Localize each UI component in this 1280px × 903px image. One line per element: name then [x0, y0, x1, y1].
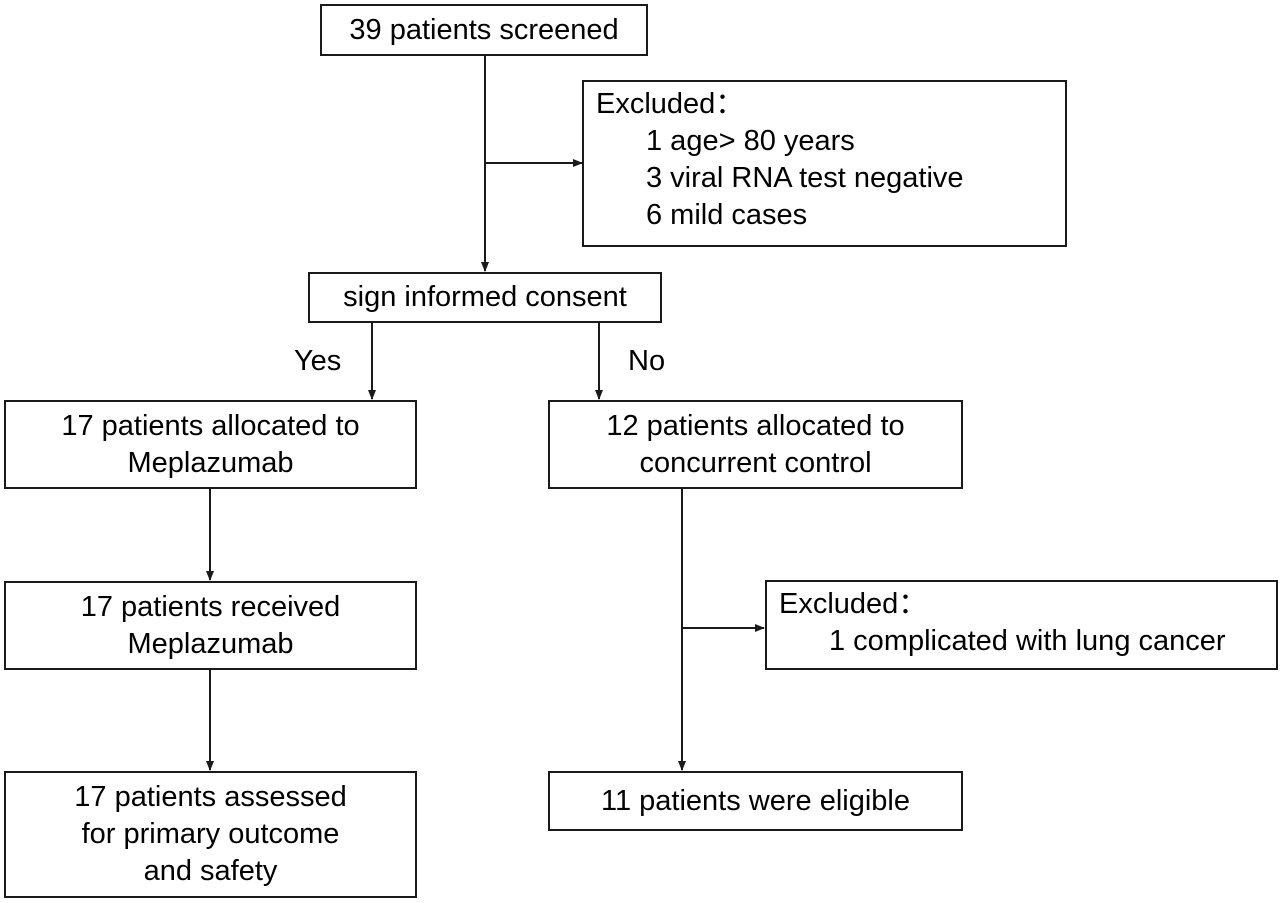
consent-box: sign informed consent — [308, 272, 662, 323]
consent-text: sign informed consent — [343, 281, 627, 313]
treatment-received-box: 17 patients received Meplazumab — [4, 581, 417, 670]
control-eligible-box: 11 patients were eligible — [548, 771, 963, 831]
treatment-assessed-line: for primary outcome — [81, 818, 340, 850]
no-label: No — [628, 345, 666, 377]
treatment-allocated-line: 17 patients allocated to — [61, 409, 360, 442]
treatment-received-line: 17 patients received — [80, 590, 341, 623]
screened-box: 39 patients screened — [320, 4, 648, 56]
control-excluded-title: Excluded： — [779, 588, 928, 620]
excluded-item: 1 age> 80 years — [646, 125, 855, 157]
excluded-item: 6 mild cases — [646, 199, 808, 231]
excluded-item: 3 viral RNA test negative — [646, 162, 964, 194]
treatment-allocated-box: 17 patients allocated to Meplazumab — [4, 400, 417, 489]
treatment-allocated-line: Meplazumab — [127, 446, 294, 479]
treatment-received-line: Meplazumab — [127, 627, 294, 660]
control-allocated-line: concurrent control — [639, 446, 872, 479]
control-excluded-item: 1 complicated with lung cancer — [829, 625, 1226, 657]
treatment-assessed-line: and safety — [143, 855, 278, 887]
yes-label: Yes — [294, 345, 342, 377]
screened-text: 39 patients screened — [349, 13, 619, 46]
treatment-assessed-line: 17 patients assessed — [74, 781, 347, 813]
control-excluded-box: Excluded： 1 complicated with lung cancer — [765, 580, 1278, 670]
control-allocated-box: 12 patients allocated to concurrent cont… — [548, 400, 963, 489]
excluded-box: Excluded： 1 age> 80 years 3 viral RNA te… — [582, 80, 1067, 247]
control-eligible-text: 11 patients were eligible — [601, 784, 910, 817]
treatment-assessed-box: 17 patients assessed for primary outcome… — [4, 771, 417, 898]
excluded-title: Excluded： — [596, 88, 745, 120]
control-allocated-line: 12 patients allocated to — [606, 409, 905, 442]
